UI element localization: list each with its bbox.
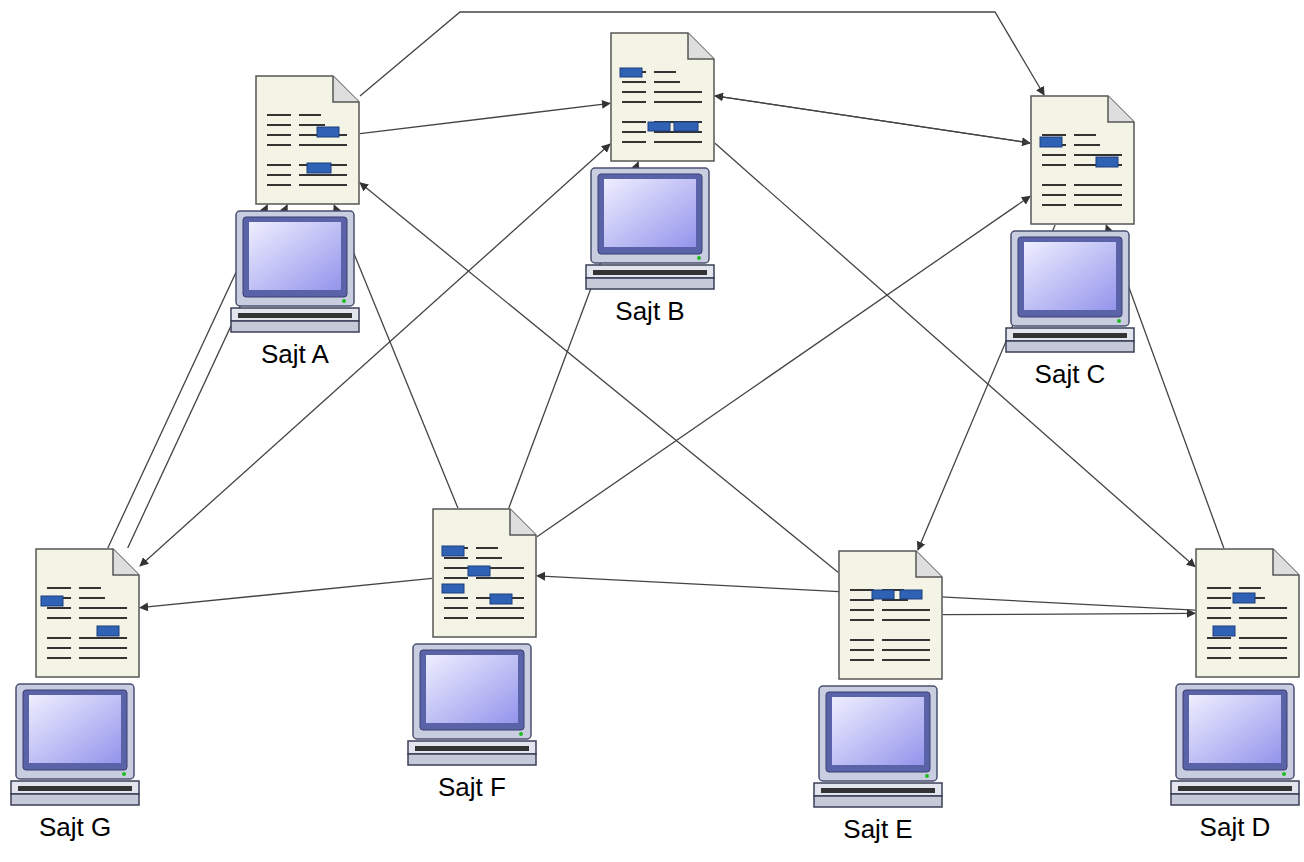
web-page-icon (610, 32, 715, 162)
computer-icon (813, 685, 943, 810)
site-label: Sajt F (436, 772, 508, 802)
site-label: Sajt B (613, 296, 686, 326)
site-label: Sajt A (259, 339, 331, 369)
web-page-icon (255, 75, 360, 205)
hyperlink-arrow (715, 96, 1030, 143)
web-page-icon (1030, 95, 1135, 225)
web-page-icon (838, 550, 943, 680)
hyperlink-arrow (140, 578, 432, 607)
site-label-box: Sajt C (1005, 359, 1135, 389)
site-label-box: Sajt B (585, 296, 715, 326)
site-node: Sajt A (230, 75, 380, 371)
site-label-box: Sajt D (1170, 812, 1300, 842)
web-page-icon (432, 508, 537, 638)
hyperlink-arrow (360, 103, 610, 133)
site-node: Sajt F (407, 508, 557, 804)
computer-icon (585, 167, 715, 292)
computer-icon (407, 643, 537, 768)
site-node: Sajt D (1170, 548, 1304, 844)
computer-icon (1005, 230, 1135, 355)
site-label-box: Sajt A (230, 339, 360, 369)
hyperlink-arrow (140, 144, 610, 566)
site-node: Sajt E (813, 550, 963, 846)
computer-icon (10, 683, 140, 808)
web-page-icon (35, 548, 140, 678)
site-node: Sajt B (585, 32, 735, 328)
site-label-box: Sajt G (10, 812, 140, 842)
computer-icon (1170, 683, 1300, 808)
site-label: Sajt E (841, 814, 914, 844)
site-label: Sajt G (37, 812, 113, 842)
web-page-icon (1195, 548, 1300, 678)
site-label: Sajt D (1198, 812, 1273, 842)
computer-icon (230, 210, 360, 335)
site-label: Sajt C (1033, 359, 1108, 389)
site-node: Sajt C (1005, 95, 1155, 391)
site-node: Sajt G (10, 548, 160, 844)
hyperlink-arrow (715, 96, 1030, 143)
site-label-box: Sajt F (407, 772, 537, 802)
site-label-box: Sajt E (813, 814, 943, 844)
hyperlink-arrow (943, 613, 1195, 614)
